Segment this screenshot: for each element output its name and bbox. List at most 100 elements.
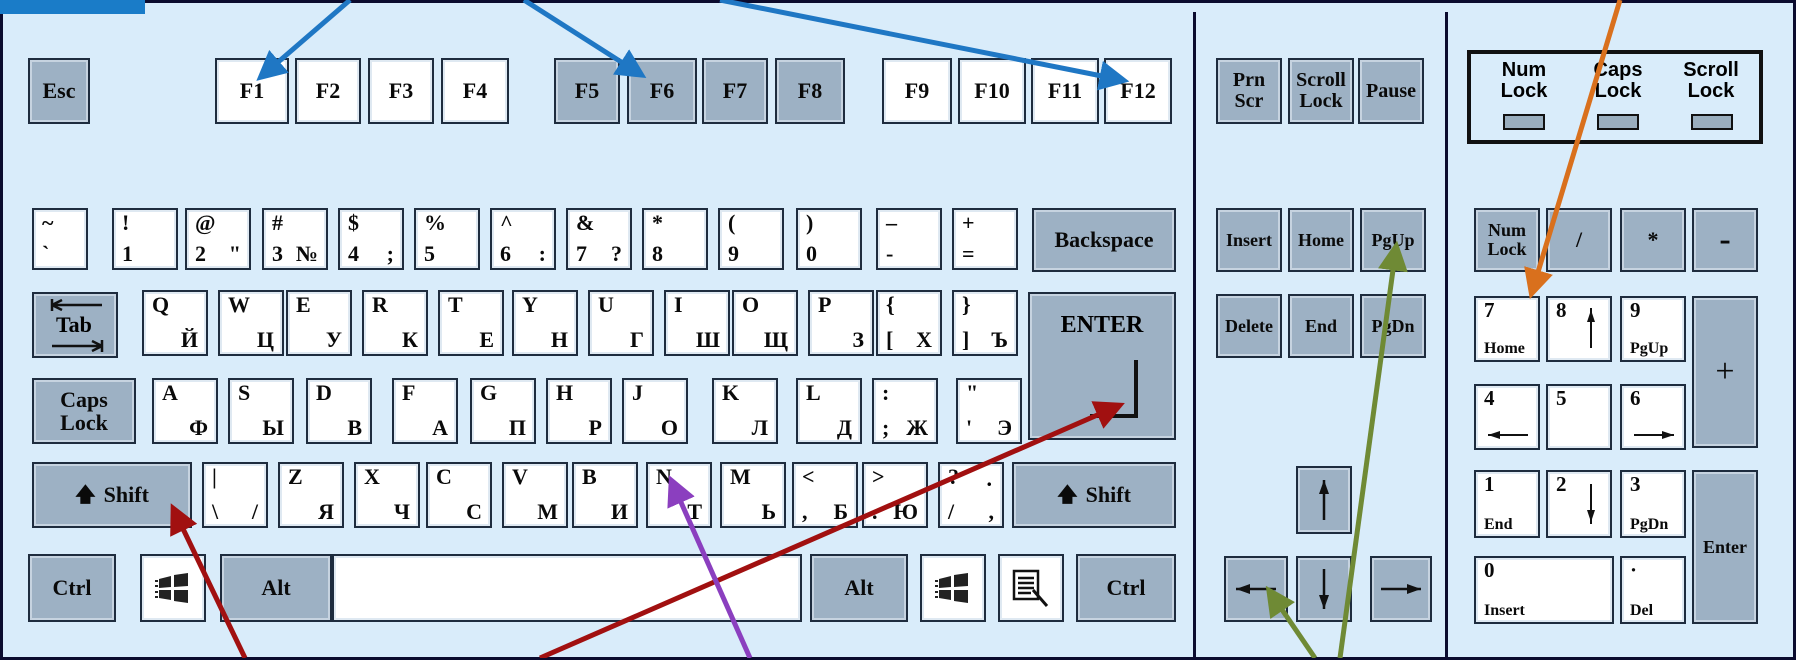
key-semicolon: :;Ж <box>872 378 938 444</box>
key-label: Ctrl <box>1106 575 1146 601</box>
arrow-down-icon <box>1319 569 1329 609</box>
key-lower-char: 8 <box>652 241 663 266</box>
key-label: Esc <box>42 78 76 104</box>
key-upper-char: ~ <box>42 210 54 235</box>
key-f3: F3 <box>368 58 434 124</box>
key-ru-char: Ш <box>695 327 720 352</box>
windows-logo-icon <box>155 573 188 603</box>
key-ru-char: ; <box>386 241 394 266</box>
key-insert: Insert <box>1216 208 1282 272</box>
key-label: + <box>1715 353 1735 391</box>
key-en-char: Z <box>288 464 303 489</box>
key-right-win <box>920 554 986 622</box>
key-en-char: J <box>632 380 643 405</box>
key-print-screen: Prn Scr <box>1216 58 1282 124</box>
key-scroll-lock: Scroll Lock <box>1288 58 1354 124</box>
key-label-wrap: 🡅Shift <box>34 464 190 526</box>
key-label: Shift <box>103 482 149 508</box>
key-label: F1 <box>239 78 265 104</box>
key-en-char: U <box>598 292 614 317</box>
key-ru-char: Х <box>916 327 932 352</box>
key-en-char: > <box>872 464 885 489</box>
key-numpad-minus: - <box>1692 208 1758 272</box>
key-ru-char: О <box>660 415 678 440</box>
key-left-win <box>140 554 206 622</box>
lock-indicator-panel: Num Lock Caps Lock Scroll Lock <box>1467 50 1763 144</box>
indicator-label-num-lock: Num Lock <box>1500 59 1548 102</box>
key-label: Shift <box>1085 482 1131 508</box>
key-label: F3 <box>388 78 414 104</box>
key-upper-char: + <box>962 210 975 235</box>
indicator-lamp-scroll-lock <box>1691 114 1733 130</box>
key-ru-char: : <box>538 241 546 266</box>
key-upper-char: ) <box>806 210 814 235</box>
key-8: *8 <box>642 208 708 270</box>
arrow-to-page-up <box>1337 240 1408 658</box>
arrow-up-icon <box>1319 480 1329 520</box>
key-spacebar <box>332 554 802 622</box>
key-backspace: Backspace <box>1032 208 1176 272</box>
key-en-char: | <box>212 464 217 489</box>
key-ru-char: М <box>537 499 558 524</box>
key-en-char: B <box>582 464 597 489</box>
key-ru-char: А <box>432 415 448 440</box>
context-menu-icon <box>1012 569 1049 607</box>
key-en-char: T <box>448 292 463 317</box>
key-ru-char: Э <box>997 415 1012 440</box>
arrow-to-arrow-left <box>1265 585 1318 658</box>
key-lower-char: 2 <box>195 241 206 266</box>
key-num-lock: Num Lock <box>1474 208 1540 272</box>
key-tilde: ~` <box>32 208 88 270</box>
key-lower-char: , <box>802 499 808 524</box>
key-label: Pause <box>1366 79 1416 102</box>
key-label: End <box>1304 315 1338 336</box>
key-ru-char: Н <box>550 327 568 352</box>
key-f7: F7 <box>702 58 768 124</box>
key-label: Caps Lock <box>60 386 108 435</box>
key-upper-char: – <box>886 210 897 235</box>
key-numpad-4: 4 <box>1474 384 1540 450</box>
key-label: - <box>1719 221 1731 259</box>
arrow-to-enter <box>539 401 1125 658</box>
key-lower-char: 9 <box>728 241 739 266</box>
key-upper-char: ^ <box>500 210 513 235</box>
key-ru-char: Ц <box>256 327 274 352</box>
key-en-char: A <box>162 380 178 405</box>
key-en-char: X <box>364 464 380 489</box>
key-en-char: : <box>882 380 890 405</box>
key-minus: –- <box>876 208 942 270</box>
key-numpad-plus: + <box>1692 296 1758 448</box>
key-equals: += <box>952 208 1018 270</box>
key-ru-char: Г <box>630 327 644 352</box>
key-period: >.Ю <box>862 462 928 528</box>
key-ru-char: Л <box>751 415 768 440</box>
key-close-bracket: }]Ъ <box>952 290 1018 356</box>
key-sub-label: Del <box>1630 602 1654 619</box>
key-en-char: F <box>402 380 416 405</box>
key-ru-char: Ь <box>761 499 776 524</box>
key-ru-char: Ж <box>906 415 928 440</box>
key-en-char: R <box>372 292 388 317</box>
key-label-wrap: 🡅Shift <box>1014 464 1174 526</box>
arrow-to-f1 <box>256 0 352 81</box>
key-lower-char: ` <box>42 241 50 266</box>
key-numpad-2: 2 <box>1546 470 1612 538</box>
key-label: Alt <box>844 575 874 601</box>
key-f10: F10 <box>958 58 1026 124</box>
key-label: Ctrl <box>52 575 92 601</box>
key-label: Tab <box>56 312 92 337</box>
key-0: )0 <box>796 208 862 270</box>
key-pause: Pause <box>1358 58 1424 124</box>
